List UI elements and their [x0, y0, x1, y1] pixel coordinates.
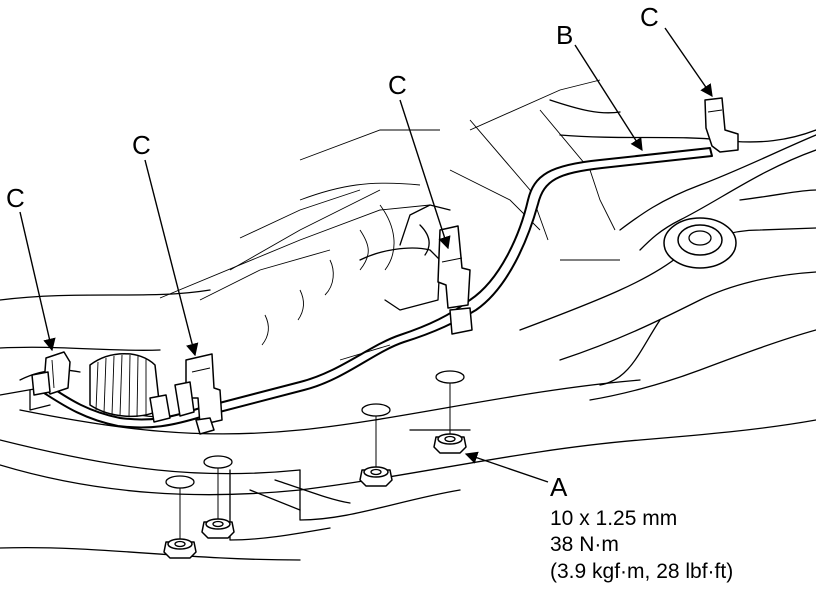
clip-right [704, 97, 739, 153]
callout-c-center-left: C [132, 130, 151, 160]
fastener-size: 10 x 1.25 mm [550, 507, 678, 530]
fastener-torque-nm: 38 N·m [550, 533, 619, 557]
leader-lines [19, 27, 713, 483]
callout-c-center: C [388, 70, 407, 100]
bolt-4 [163, 475, 197, 559]
mounting-bolts [163, 370, 467, 559]
bolt-2 [433, 370, 467, 454]
callout-c-right: C [640, 2, 659, 32]
bolt-3 [201, 455, 235, 539]
corrugated-boot [89, 353, 161, 418]
bolt-1 [359, 403, 393, 487]
fastener-spec: 10 x 1.25 mm 38 N·m (3.9 kgf·m, 28 lbf·f… [550, 506, 733, 585]
clip-center-left [174, 353, 223, 435]
callout-a: A [550, 472, 568, 502]
body-outline [0, 79, 816, 561]
clip-left [31, 351, 71, 396]
fastener-torque-alt: (3.9 kgf·m, 28 lbf·ft) [550, 559, 734, 583]
line-b [35, 147, 713, 429]
clip-small [149, 394, 171, 423]
callout-c-left: C [6, 183, 25, 213]
callout-b: B [556, 20, 574, 50]
